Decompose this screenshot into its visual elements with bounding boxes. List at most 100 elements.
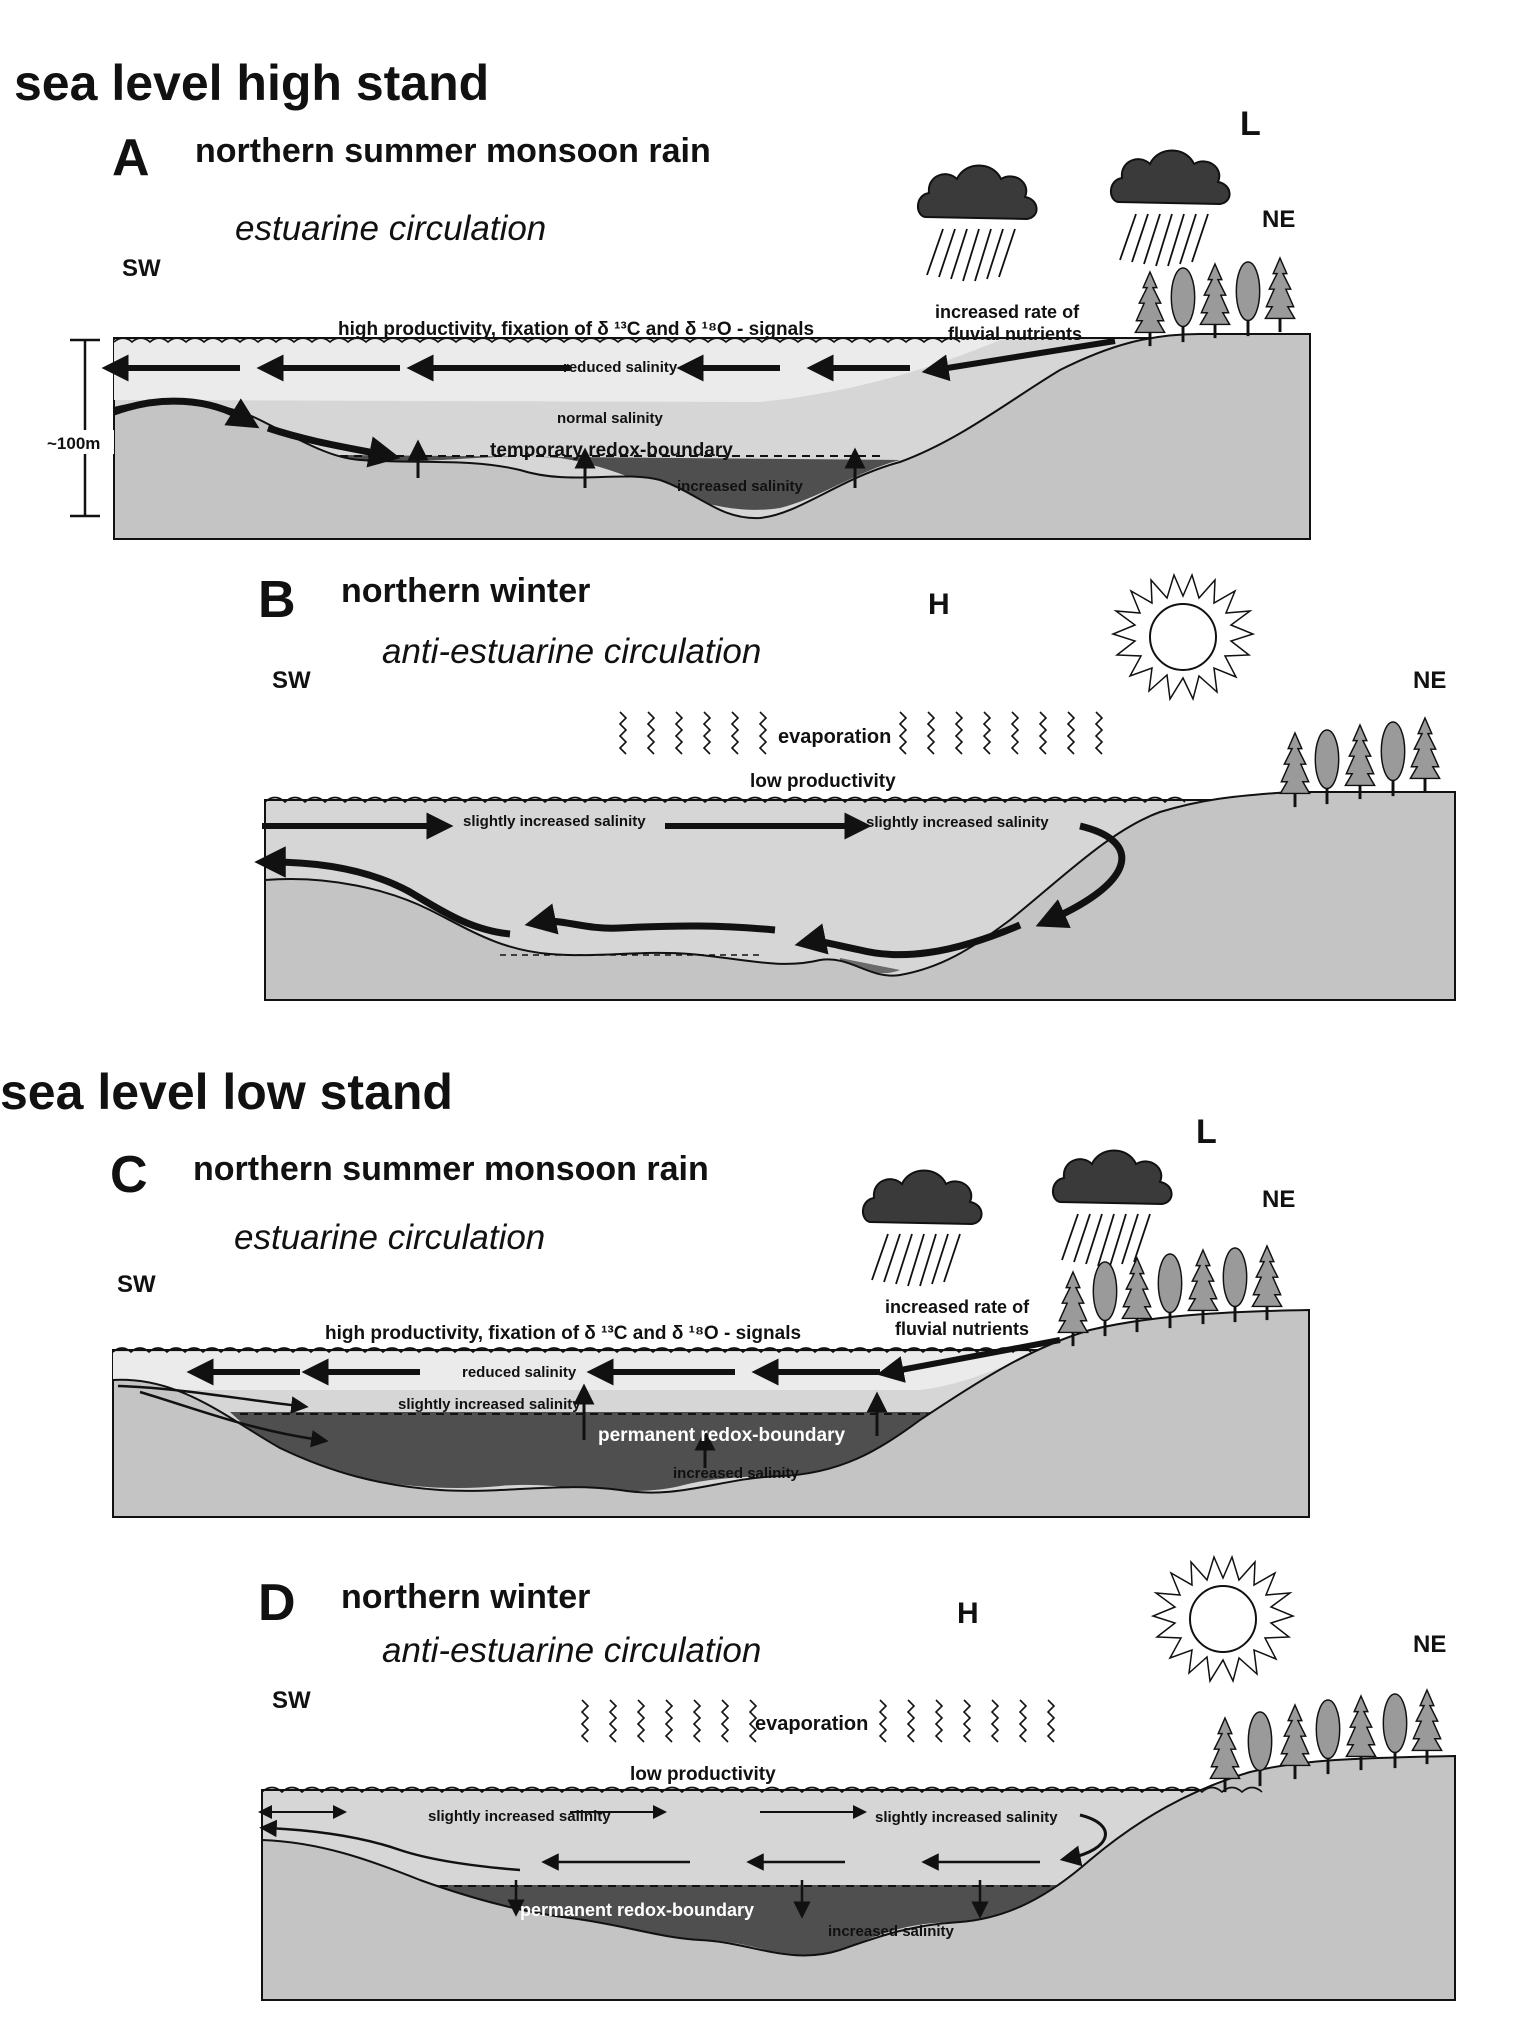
panel-a: A northern summer monsoon rain estuarine…	[44, 105, 1311, 540]
panel-b-ne: NE	[1413, 667, 1446, 694]
panel-c-surface-outflow-arrows	[186, 1337, 1061, 1386]
panel-d-circulation: anti-estuarine circulation	[382, 1631, 761, 1670]
panel-a-sea-surface-waves	[113, 337, 961, 344]
panel-b-letter: B	[258, 571, 296, 629]
panel-c: C northern summer monsoon rain estuarine…	[110, 1113, 1310, 1518]
pine-tree-icon	[1198, 262, 1232, 340]
panel-c-nutrients-line2: fluvial nutrients	[895, 1319, 1029, 1339]
panel-d-anoxic-deep-water	[430, 1885, 1060, 1957]
panel-c-sea-surface-waves	[112, 1347, 1032, 1354]
panel-b-sun-icon	[1110, 572, 1256, 702]
panel-c-reduced-salinity: reduced salinity	[462, 1364, 577, 1381]
panel-a-letter: A	[112, 129, 150, 187]
panel-b-bottom-outflow-arrow	[794, 921, 1022, 959]
pine-tree-icon	[1408, 716, 1442, 794]
panel-a-deep-inflow-arrow	[266, 424, 401, 468]
panel-c-redox-label: permanent redox-boundary	[598, 1425, 845, 1446]
panel-d-bottom-outflow-arrow	[259, 1819, 521, 1872]
tree-icon	[1234, 260, 1262, 338]
panel-b-salinity-label-2: slightly increased salinity	[866, 814, 1049, 831]
panel-b-circulation: anti-estuarine circulation	[382, 632, 761, 671]
panel-c-surface-layer	[113, 1352, 1040, 1390]
panel-b-title: northern winter	[341, 572, 590, 610]
panel-b-evaporation-squiggles	[618, 711, 1104, 755]
pine-tree-icon	[1410, 1688, 1444, 1766]
panel-a-normal-salinity: normal salinity	[557, 410, 664, 427]
panel-a-ne: NE	[1262, 206, 1295, 233]
panel-a-increased-salinity-pool	[340, 455, 900, 510]
tree-icon	[1169, 266, 1197, 344]
panel-c-letter: C	[110, 1146, 148, 1204]
panel-c-anoxic-deep-water	[230, 1412, 950, 1492]
panel-d-seafloor	[261, 1754, 1456, 2001]
panel-a-redox-label: temporary redox-boundary	[490, 440, 733, 461]
panel-b-increased-salinity-pool	[840, 958, 900, 974]
panel-d-sw: SW	[272, 1687, 311, 1714]
pine-tree-icon	[1343, 723, 1377, 801]
panel-d-redox-label: permanent redox-boundary	[520, 1900, 754, 1920]
panel-b-bottom-outflow-arrow	[524, 903, 776, 935]
panel-c-title: northern summer monsoon rain	[193, 1150, 709, 1188]
panel-c-rain-cloud-icon	[861, 1169, 983, 1287]
panel-d-letter: D	[258, 1574, 296, 1632]
panel-c-productivity-label: high productivity, fixation of δ ¹³C and…	[325, 1323, 801, 1344]
panel-a-forest	[1133, 256, 1297, 348]
panel-a-depth-scale: ~100m	[44, 338, 114, 518]
panel-d-salinity-label-1: slightly increased salinity	[428, 1808, 611, 1825]
panel-c-seafloor	[112, 1308, 1310, 1518]
panel-b-seafloor	[264, 791, 1456, 1001]
panel-a-depth-label: ~100m	[47, 434, 100, 453]
pine-tree-icon	[1250, 1244, 1284, 1322]
panel-a-circulation: estuarine circulation	[235, 209, 546, 248]
panel-c-increased-salinity: increased salinity	[673, 1465, 800, 1482]
panel-b: B northern winter anti-estuarine circula…	[254, 571, 1456, 1001]
panel-c-sw: SW	[117, 1271, 156, 1298]
panel-c-river-inflow-arrow	[876, 1337, 1061, 1383]
tree-icon	[1379, 720, 1407, 798]
panel-d-sea-surface-waves	[261, 1786, 1263, 1794]
panel-b-sw: SW	[272, 667, 311, 694]
panel-a-increased-salinity: increased salinity	[677, 478, 804, 495]
pine-tree-icon	[1263, 256, 1297, 334]
panel-d-salinity-label-2: slightly increased salinity	[875, 1809, 1058, 1826]
panel-d-ne: NE	[1413, 1631, 1446, 1658]
panel-c-slight-salinity: slightly increased salinity	[398, 1396, 581, 1413]
panel-a-nutrients-line2: fluvial nutrients	[948, 324, 1082, 344]
panel-d: D northern winter anti-estuarine circula…	[258, 1554, 1456, 2001]
panel-a-reduced-salinity: reduced salinity	[563, 359, 678, 376]
panel-d-productivity-label: low productivity	[630, 1764, 776, 1785]
panel-a-rain-cloud-icon	[1109, 149, 1231, 267]
panel-a-surface-outflow-arrows	[101, 338, 1116, 382]
panel-b-sea-surface-waves	[264, 796, 1186, 804]
panel-d-evaporation-squiggles	[580, 1699, 1056, 1743]
panel-a-river-inflow-arrow	[921, 338, 1116, 382]
panel-c-deep-inflow-arrow	[117, 1384, 309, 1414]
panel-d-evaporation-label: evaporation	[755, 1713, 868, 1735]
panel-b-salinity-label-1: slightly increased salinity	[463, 813, 646, 830]
panel-c-low-pressure: L	[1196, 1113, 1217, 1151]
panel-c-nutrients-line1: increased rate of	[885, 1297, 1030, 1317]
panel-d-high-pressure: H	[957, 1597, 979, 1630]
low-stand-heading: sea level low stand	[0, 1064, 453, 1120]
panel-a-nutrients-line1: increased rate of	[935, 302, 1080, 322]
panel-b-bottom-outflow-arrow	[254, 846, 511, 938]
panel-d-sinking-arrow	[1059, 1813, 1107, 1867]
panel-d-sun-icon	[1150, 1554, 1296, 1684]
panel-c-ne: NE	[1262, 1186, 1295, 1213]
panel-b-high-pressure: H	[928, 588, 950, 621]
panel-c-circulation: estuarine circulation	[234, 1218, 545, 1257]
panel-a-productivity-label: high productivity, fixation of δ ¹³C and…	[338, 319, 814, 340]
panel-c-deep-inflow-arrow	[139, 1390, 329, 1448]
high-stand-heading: sea level high stand	[14, 55, 489, 111]
panel-a-rain-cloud-icon	[916, 164, 1038, 282]
panel-b-productivity-label: low productivity	[750, 771, 896, 792]
panel-c-rain-cloud-icon	[1051, 1149, 1173, 1267]
panel-d-increased-salinity: increased salinity	[828, 1923, 955, 1940]
panel-b-sinking-arrow	[1035, 822, 1126, 928]
panel-a-title: northern summer monsoon rain	[195, 132, 711, 170]
panel-d-title: northern winter	[341, 1578, 590, 1616]
panel-b-evaporation-label: evaporation	[778, 726, 891, 748]
panel-a-deep-inflow-arrow	[112, 397, 260, 429]
pine-tree-icon	[1133, 270, 1167, 348]
